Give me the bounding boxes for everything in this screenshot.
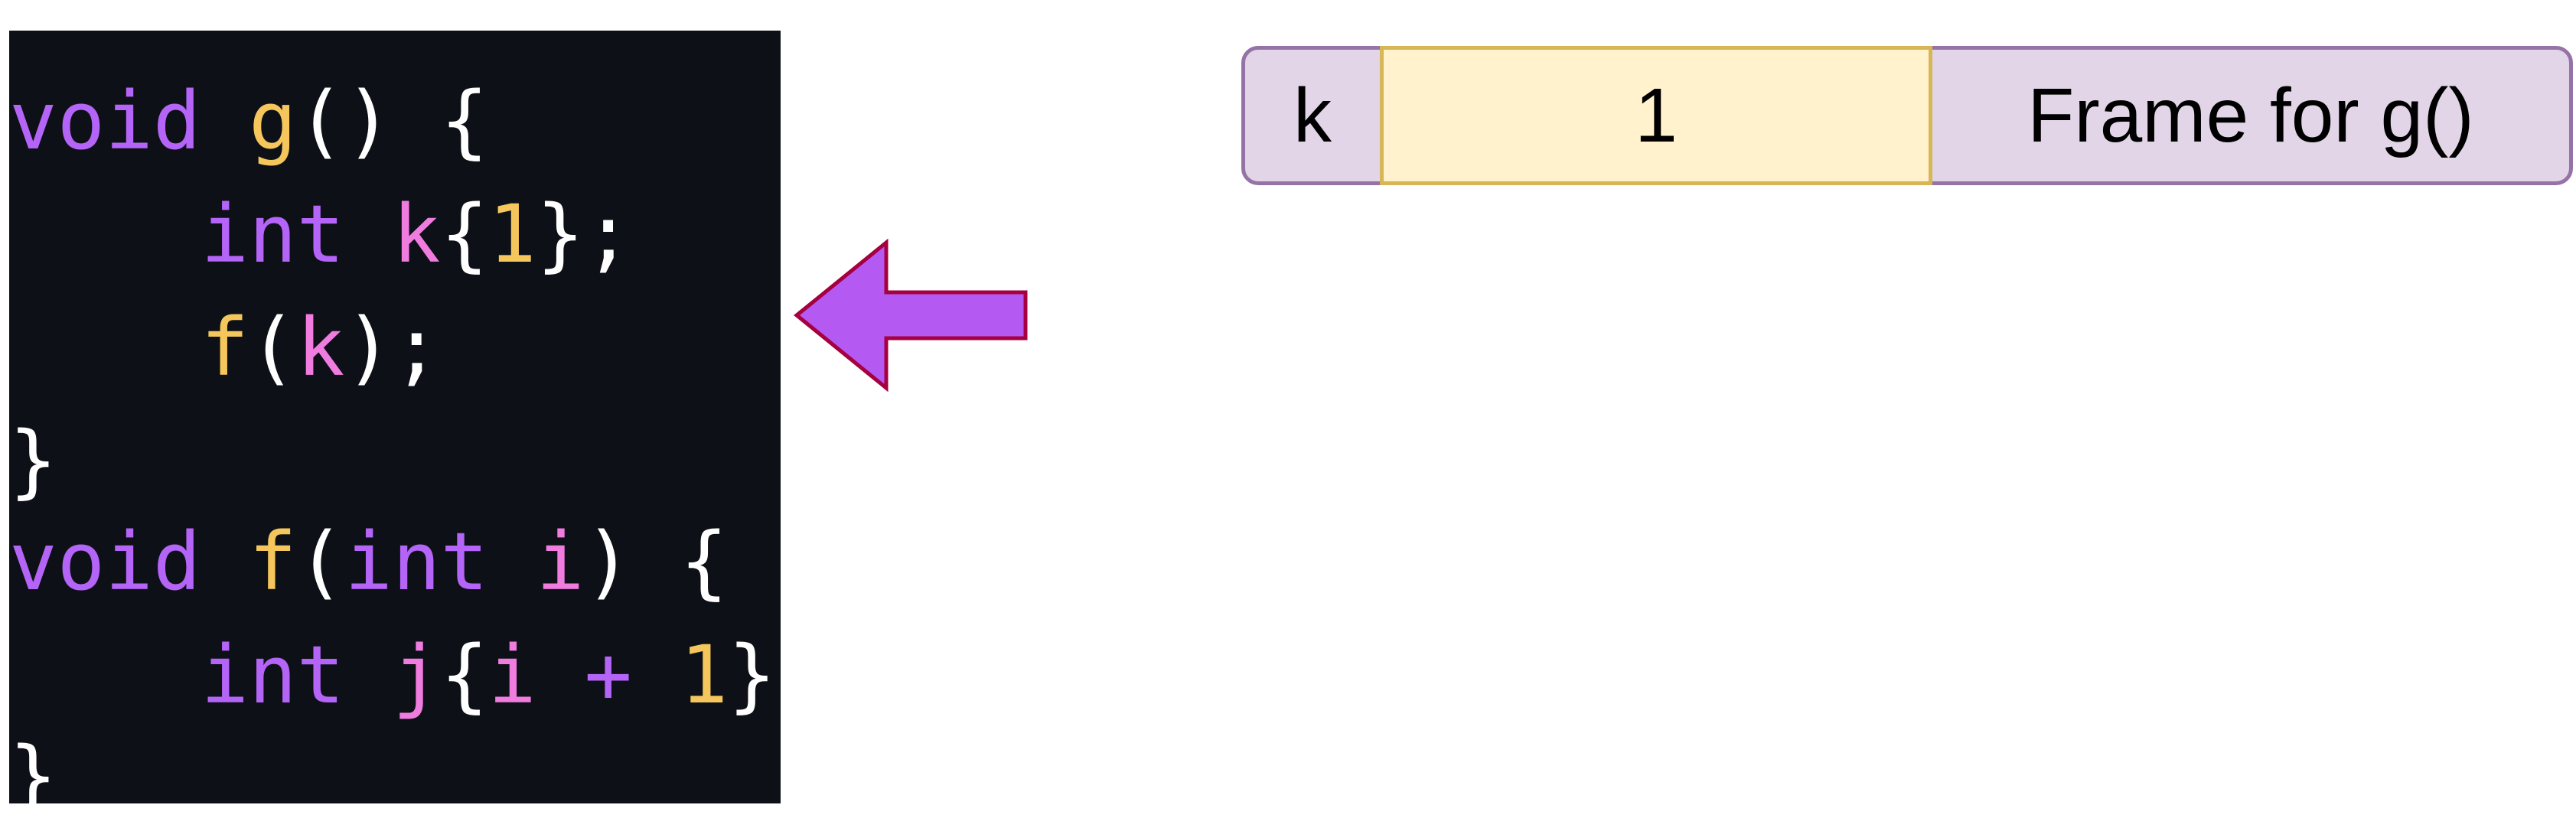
code-line-3: f(k); bbox=[9, 291, 441, 404]
code-line-1: void g() { bbox=[9, 64, 488, 178]
code-line-2: int k{1}; bbox=[9, 178, 632, 291]
code-line-6: int j{i + 1}; bbox=[9, 618, 781, 732]
keyword: void bbox=[9, 515, 201, 608]
punctuation: } bbox=[9, 729, 57, 803]
variable: j bbox=[392, 628, 441, 722]
indent bbox=[9, 301, 201, 394]
keyword: int bbox=[201, 187, 345, 281]
function-name: f bbox=[249, 515, 297, 608]
code-line-4: } bbox=[9, 404, 57, 517]
punctuation: ( bbox=[249, 301, 297, 394]
keyword: int bbox=[344, 515, 489, 608]
keyword: void bbox=[9, 74, 201, 168]
code-line-5: void f(int i) { bbox=[9, 505, 728, 618]
indent bbox=[9, 628, 201, 722]
frame-variable-name: k bbox=[1293, 72, 1332, 158]
number: 1 bbox=[488, 187, 536, 281]
indent bbox=[9, 187, 201, 281]
code-panel: void g() { int k{1}; f(k); } void f(int … bbox=[9, 31, 781, 803]
frame-variable-value: 1 bbox=[1380, 46, 1932, 185]
variable: k bbox=[392, 187, 441, 281]
punctuation: ) { bbox=[584, 515, 729, 608]
code-line-7: } bbox=[9, 719, 57, 803]
punctuation: ); bbox=[344, 301, 441, 394]
punctuation: }; bbox=[728, 628, 781, 722]
punctuation: ( bbox=[296, 515, 345, 608]
variable: k bbox=[296, 301, 345, 394]
keyword: int bbox=[201, 628, 345, 722]
punctuation: } bbox=[9, 414, 57, 507]
function-name: f bbox=[201, 301, 249, 394]
variable: i bbox=[536, 515, 585, 608]
number: 1 bbox=[680, 628, 729, 722]
punctuation: { bbox=[440, 187, 489, 281]
punctuation: { bbox=[440, 628, 489, 722]
punctuation: () { bbox=[296, 74, 489, 168]
arrow-shape bbox=[794, 239, 1028, 392]
stack-frame: k 1 Frame for g() bbox=[1241, 46, 2573, 185]
operator: + bbox=[584, 628, 633, 722]
frame-label: Frame for g() bbox=[2027, 72, 2474, 158]
function-name: g bbox=[249, 74, 297, 168]
variable: i bbox=[488, 628, 536, 722]
left-arrow-icon bbox=[794, 239, 1028, 392]
punctuation: }; bbox=[536, 187, 633, 281]
